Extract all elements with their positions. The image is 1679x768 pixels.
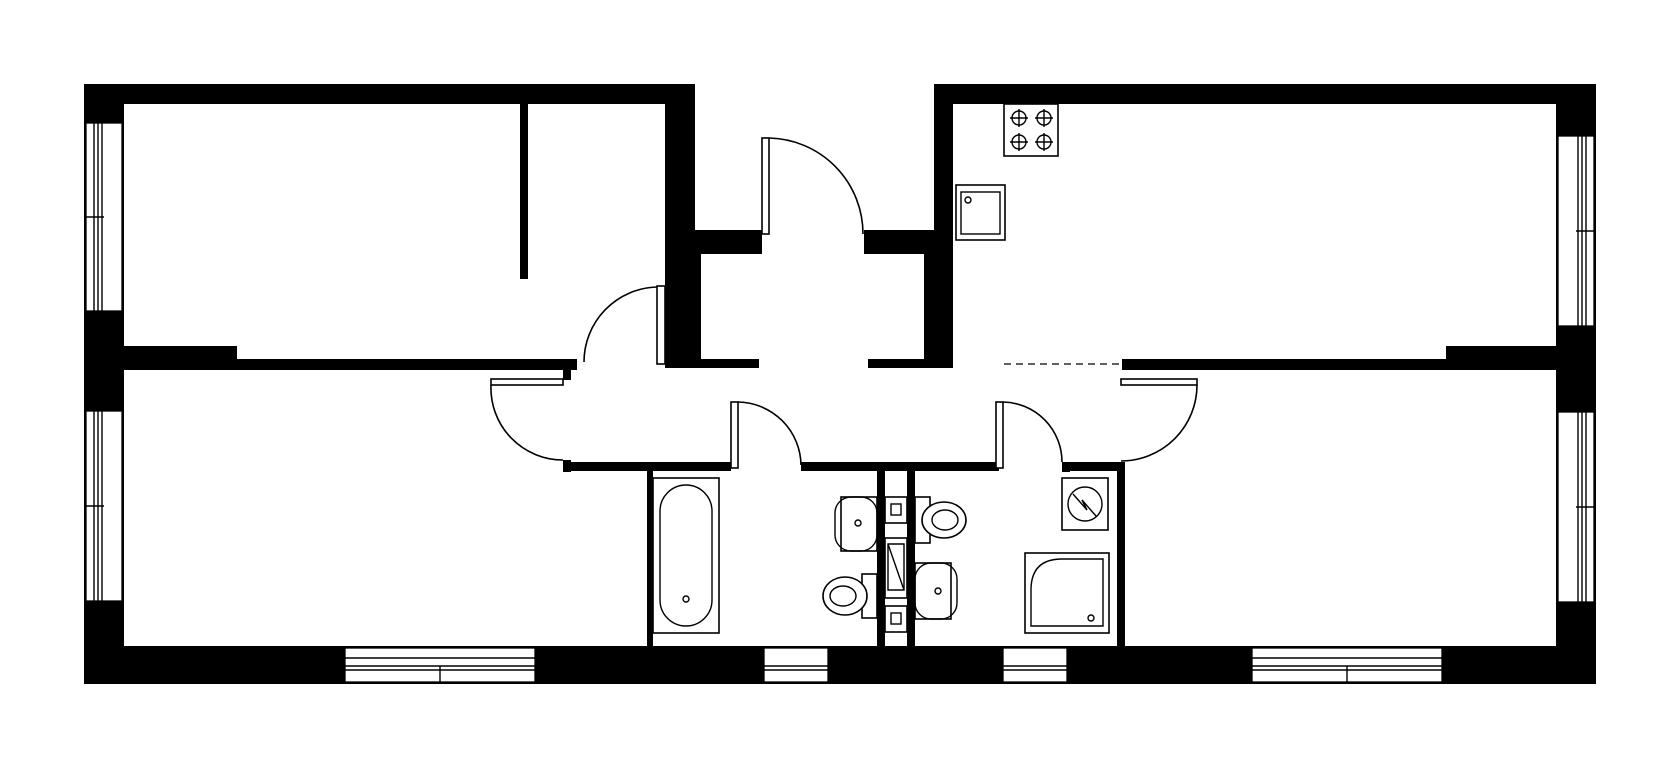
window-east-bottom (1557, 411, 1595, 603)
entrance-door (761, 137, 864, 235)
window-south-3 (1002, 647, 1068, 683)
toilet (822, 573, 878, 619)
shower-tray (1024, 552, 1110, 634)
bathroom-door (730, 401, 802, 469)
doors (490, 137, 1198, 469)
bathtub (652, 477, 720, 634)
windows (85, 122, 1595, 683)
window-south-4 (1251, 647, 1443, 683)
window-south-1 (344, 647, 536, 683)
laundry-door (995, 401, 1063, 469)
bedroom-1-door (583, 285, 666, 365)
kitchen-sink (955, 184, 1006, 241)
washbasin (834, 496, 878, 552)
window-east-top (1557, 135, 1595, 327)
bedroom-2-door (490, 378, 564, 461)
stove (1003, 103, 1059, 157)
window-north-west-bottom (85, 410, 123, 602)
toilet (914, 496, 967, 544)
washbasin (914, 562, 958, 620)
fixtures (652, 103, 1110, 634)
window-south-2 (763, 647, 829, 683)
window-north-west-top (85, 122, 123, 312)
interior-walls (124, 84, 1556, 646)
washing-machine (1061, 477, 1109, 531)
riser-boxes (884, 496, 908, 633)
bedroom-3-door (1120, 378, 1198, 462)
